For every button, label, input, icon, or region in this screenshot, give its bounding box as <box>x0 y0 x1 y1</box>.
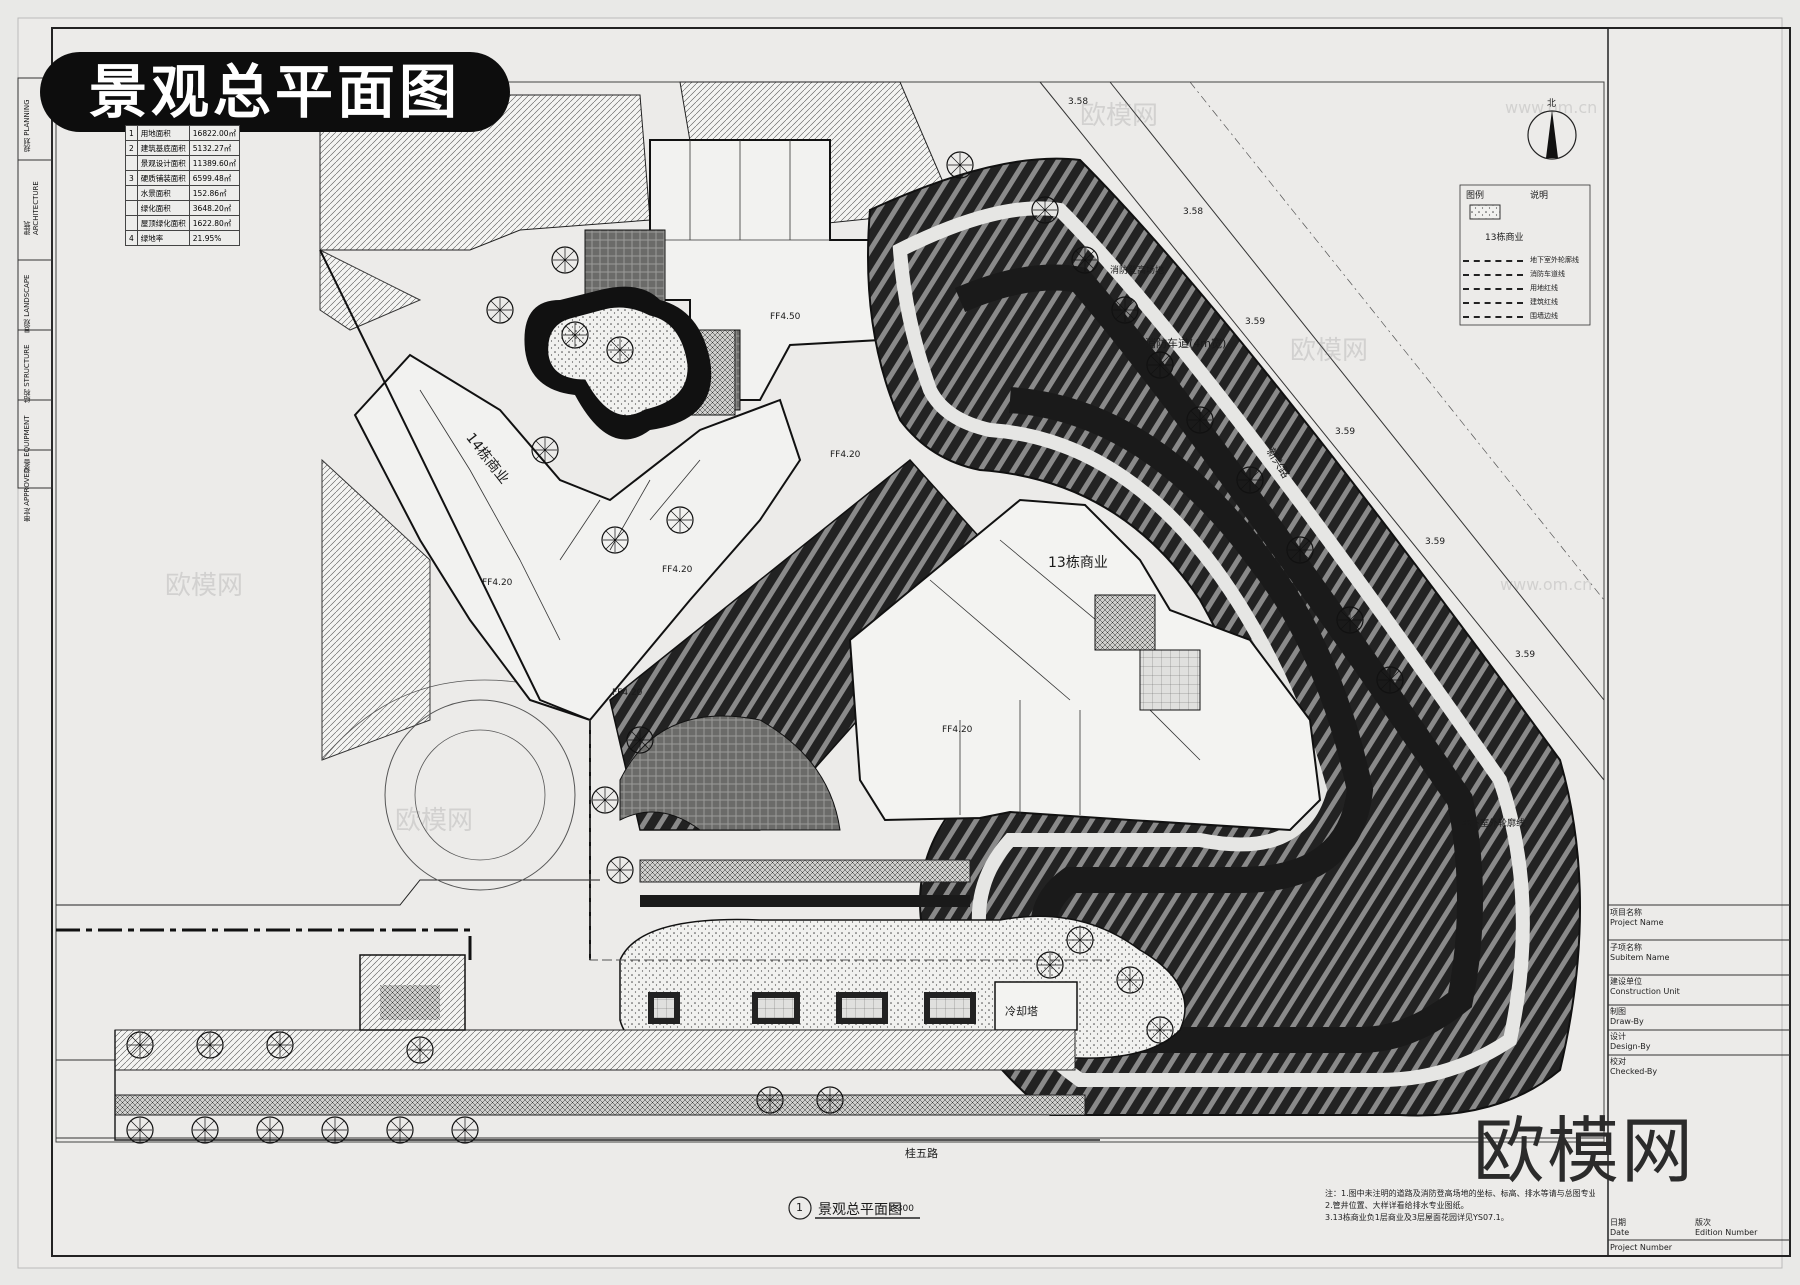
ff-mark: FF4.20 <box>662 565 693 575</box>
elevation-mark: 3.59 <box>1425 537 1446 547</box>
elevation-mark: 3.59 <box>1245 317 1266 327</box>
area-index-cell: 1 <box>125 125 138 141</box>
area-value-cell: 152.86㎡ <box>188 185 241 201</box>
legend-item-label: 用地红线 <box>1530 284 1558 292</box>
cooling-tower-label: 冷却塔 <box>1005 1005 1038 1018</box>
legend-line-sample <box>1463 260 1523 262</box>
north-label: 北 <box>1547 99 1557 109</box>
note-line: 2.管井位置、大样详看给排水专业图纸。 <box>1325 1201 1469 1210</box>
area-item-cell: 绿化面积 <box>136 200 190 216</box>
elevation-mark: 3.58 <box>1068 97 1089 107</box>
drawing-name: 景观总平面图 <box>818 1202 902 1218</box>
legend-line-sample <box>1463 302 1523 304</box>
building-13-label: 13栋商业 <box>1048 555 1108 571</box>
legend-item-label: 地下室外轮廓线 <box>1530 256 1579 264</box>
area-value-cell: 5132.27㎡ <box>188 140 241 156</box>
area-index-cell <box>125 215 138 231</box>
elevation-mark: 3.59 <box>1515 650 1536 660</box>
left-strip-label: 审定 APPROVED <box>23 467 31 522</box>
area-value-cell: 11389.60㎡ <box>188 155 241 171</box>
area-index-cell: 3 <box>125 170 138 186</box>
note-line: 注：1.图中未注明的道路及消防登高场地的坐标、标高、排水等请与总图专业协商后再施… <box>1325 1189 1595 1198</box>
ff-mark: FF4.50 <box>770 312 801 322</box>
drawing-number: 1 <box>796 1201 803 1214</box>
legend-line-sample <box>1463 274 1523 276</box>
area-index-cell <box>125 185 138 201</box>
area-index-cell <box>125 155 138 171</box>
drawing-scale: 1:300 <box>888 1204 914 1214</box>
area-index-cell: 2 <box>125 140 138 156</box>
legend-item-label: 建筑红线 <box>1530 298 1558 306</box>
legend-item-label: 消防车道线 <box>1530 270 1565 278</box>
area-value-cell: 3648.20㎡ <box>188 200 241 216</box>
area-item-cell: 水景面积 <box>136 185 190 201</box>
road-name-bottom: 桂五路 <box>905 1147 938 1160</box>
ground-boundary-label: 地下室外轮廓线 <box>1462 819 1526 829</box>
area-item-cell: 屋顶绿化面积 <box>136 215 190 231</box>
elevation-mark: 3.59 <box>1335 427 1356 437</box>
legend-item-label: 围墙边线 <box>1530 312 1558 320</box>
area-index-cell: 4 <box>125 230 138 246</box>
elevation-mark: 3.58 <box>1183 207 1204 217</box>
area-item-cell: 用地面积 <box>136 125 190 141</box>
ff-mark: FF4.20 <box>612 688 643 698</box>
tb-project-number: Project Number <box>1610 1243 1673 1252</box>
area-value-cell: 16822.00㎡ <box>188 125 241 141</box>
area-item-cell: 景观设计面积 <box>136 155 190 171</box>
ff-mark: FF4.20 <box>482 578 513 588</box>
area-index-cell <box>125 200 138 216</box>
page-title-badge: 景观总平面图 <box>40 52 510 132</box>
area-item-cell: 绿地率 <box>136 230 190 246</box>
legend-hatch-label: 13栋商业 <box>1485 233 1524 243</box>
legend-line-sample <box>1463 288 1523 290</box>
left-strip-label: 建筑 ARCHITECTURE <box>23 181 40 235</box>
ff-mark: FF4.20 <box>942 725 973 735</box>
left-strip-label: 景观 LANDSCAPE <box>23 274 31 333</box>
left-strip-label: 规划 PLANNING <box>23 99 31 153</box>
area-item-cell: 建筑基底面积 <box>136 140 190 156</box>
note-line: 3.13栋商业负1层商业及3层屋面花园详见YS07.1。 <box>1325 1213 1509 1222</box>
area-value-cell: 21.95% <box>188 230 241 246</box>
left-strip-label: 结构 STRUCTURE <box>23 344 31 403</box>
watermark: 欧模网 <box>1472 1109 1695 1193</box>
ff-mark: FF4.20 <box>830 450 861 460</box>
legend-header-left: 图例 <box>1466 191 1485 201</box>
fire-lane-label: 消防登高场地 <box>1110 266 1165 276</box>
notes-block: 注：1.图中未注明的道路及消防登高场地的坐标、标高、排水等请与总图专业协商后再施… <box>1325 1188 1595 1224</box>
fire-lane-width-label: 消防车道(4m宽) <box>1145 337 1227 350</box>
legend-line-sample <box>1463 316 1523 318</box>
legend-header-right: 说明 <box>1530 191 1549 201</box>
area-value-cell: 1622.80㎡ <box>188 215 241 231</box>
area-value-cell: 6599.48㎡ <box>188 170 241 186</box>
area-item-cell: 硬质铺装面积 <box>136 170 190 186</box>
